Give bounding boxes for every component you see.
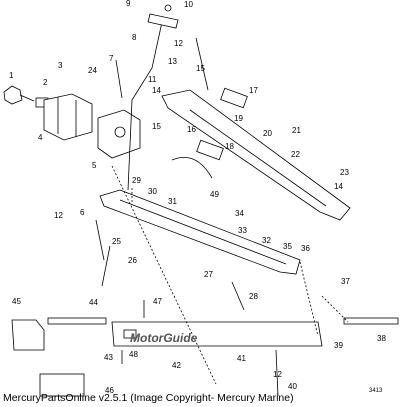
part-label: 3	[58, 61, 63, 70]
part-label: 9	[126, 0, 131, 8]
part-top-arm	[161, 89, 351, 221]
part-bracket	[97, 109, 141, 159]
diagram-code: 3413	[369, 388, 383, 394]
part-pin-13	[195, 37, 209, 91]
part-clamp-block	[43, 93, 93, 141]
part-lever	[127, 21, 163, 191]
part-label: 22	[291, 150, 300, 159]
part-pin-6	[95, 219, 105, 261]
part-label: 48	[129, 350, 138, 359]
part-label: 20	[263, 129, 272, 138]
part-label: 46	[105, 386, 114, 395]
part-label: 15	[152, 122, 161, 131]
part-label: 16	[187, 125, 196, 134]
part-label: 12	[174, 39, 183, 48]
part-lower-arm	[99, 189, 301, 275]
part-strip-44	[47, 317, 107, 325]
part-label: 45	[12, 297, 21, 306]
part-label: 12	[273, 370, 282, 379]
part-label: 39	[334, 341, 343, 350]
part-post-40	[275, 349, 279, 397]
part-end-bracket	[11, 319, 45, 351]
part-label: 37	[341, 277, 350, 286]
part-label: 4	[38, 133, 43, 142]
part-base-plate	[111, 321, 323, 347]
part-knob	[3, 85, 23, 105]
part-label: 6	[80, 208, 85, 217]
image-caption: MercuryPartsOnline v2.5.1 (Image Copyrig…	[3, 392, 294, 404]
part-label: 31	[168, 197, 177, 206]
part-label: 24	[88, 66, 97, 75]
part-label: 5	[92, 161, 97, 170]
part-drawings	[3, 4, 399, 397]
part-label: 28	[249, 292, 258, 301]
part-label: 14	[334, 182, 343, 191]
part-pin-26	[101, 245, 111, 287]
part-label: 44	[89, 298, 98, 307]
part-label: 42	[172, 361, 181, 370]
part-label: 47	[153, 297, 162, 306]
part-label: 38	[377, 334, 386, 343]
part-label: 7	[109, 54, 114, 63]
part-label-46	[39, 373, 85, 397]
part-label: 41	[237, 354, 246, 363]
part-label: 27	[204, 270, 213, 279]
part-label: 43	[104, 353, 113, 362]
part-label: 30	[148, 187, 157, 196]
part-label: 29	[132, 176, 141, 185]
part-label: 49	[210, 190, 219, 199]
part-label: 21	[292, 126, 301, 135]
part-rod-28	[231, 281, 245, 311]
part-label: 19	[234, 114, 243, 123]
part-label: 12	[54, 211, 63, 220]
part-label: 15	[196, 64, 205, 73]
part-pin-7	[115, 59, 123, 99]
brand-logo-text: MotorGuide	[130, 331, 198, 345]
part-label: 14	[152, 86, 161, 95]
part-pad-16	[196, 139, 224, 161]
part-label: 25	[112, 237, 121, 246]
part-label: 34	[235, 209, 244, 218]
part-label: 23	[340, 168, 349, 177]
part-spring	[171, 156, 213, 179]
part-label: 35	[283, 242, 292, 251]
part-label: 2	[43, 78, 48, 87]
part-label: 18	[225, 142, 234, 151]
part-label: 17	[249, 86, 258, 95]
part-label: 33	[238, 226, 247, 235]
part-label: 10	[184, 0, 193, 9]
part-label: 36	[301, 244, 310, 253]
part-label: 32	[262, 236, 271, 245]
part-label: 26	[128, 256, 137, 265]
part-label: 8	[132, 33, 137, 42]
part-pad-17	[220, 87, 248, 109]
part-label: 40	[288, 382, 297, 391]
part-label: 13	[168, 57, 177, 66]
part-label: 11	[148, 75, 157, 84]
part-label: 1	[9, 71, 14, 80]
part-strip-38	[343, 317, 399, 325]
